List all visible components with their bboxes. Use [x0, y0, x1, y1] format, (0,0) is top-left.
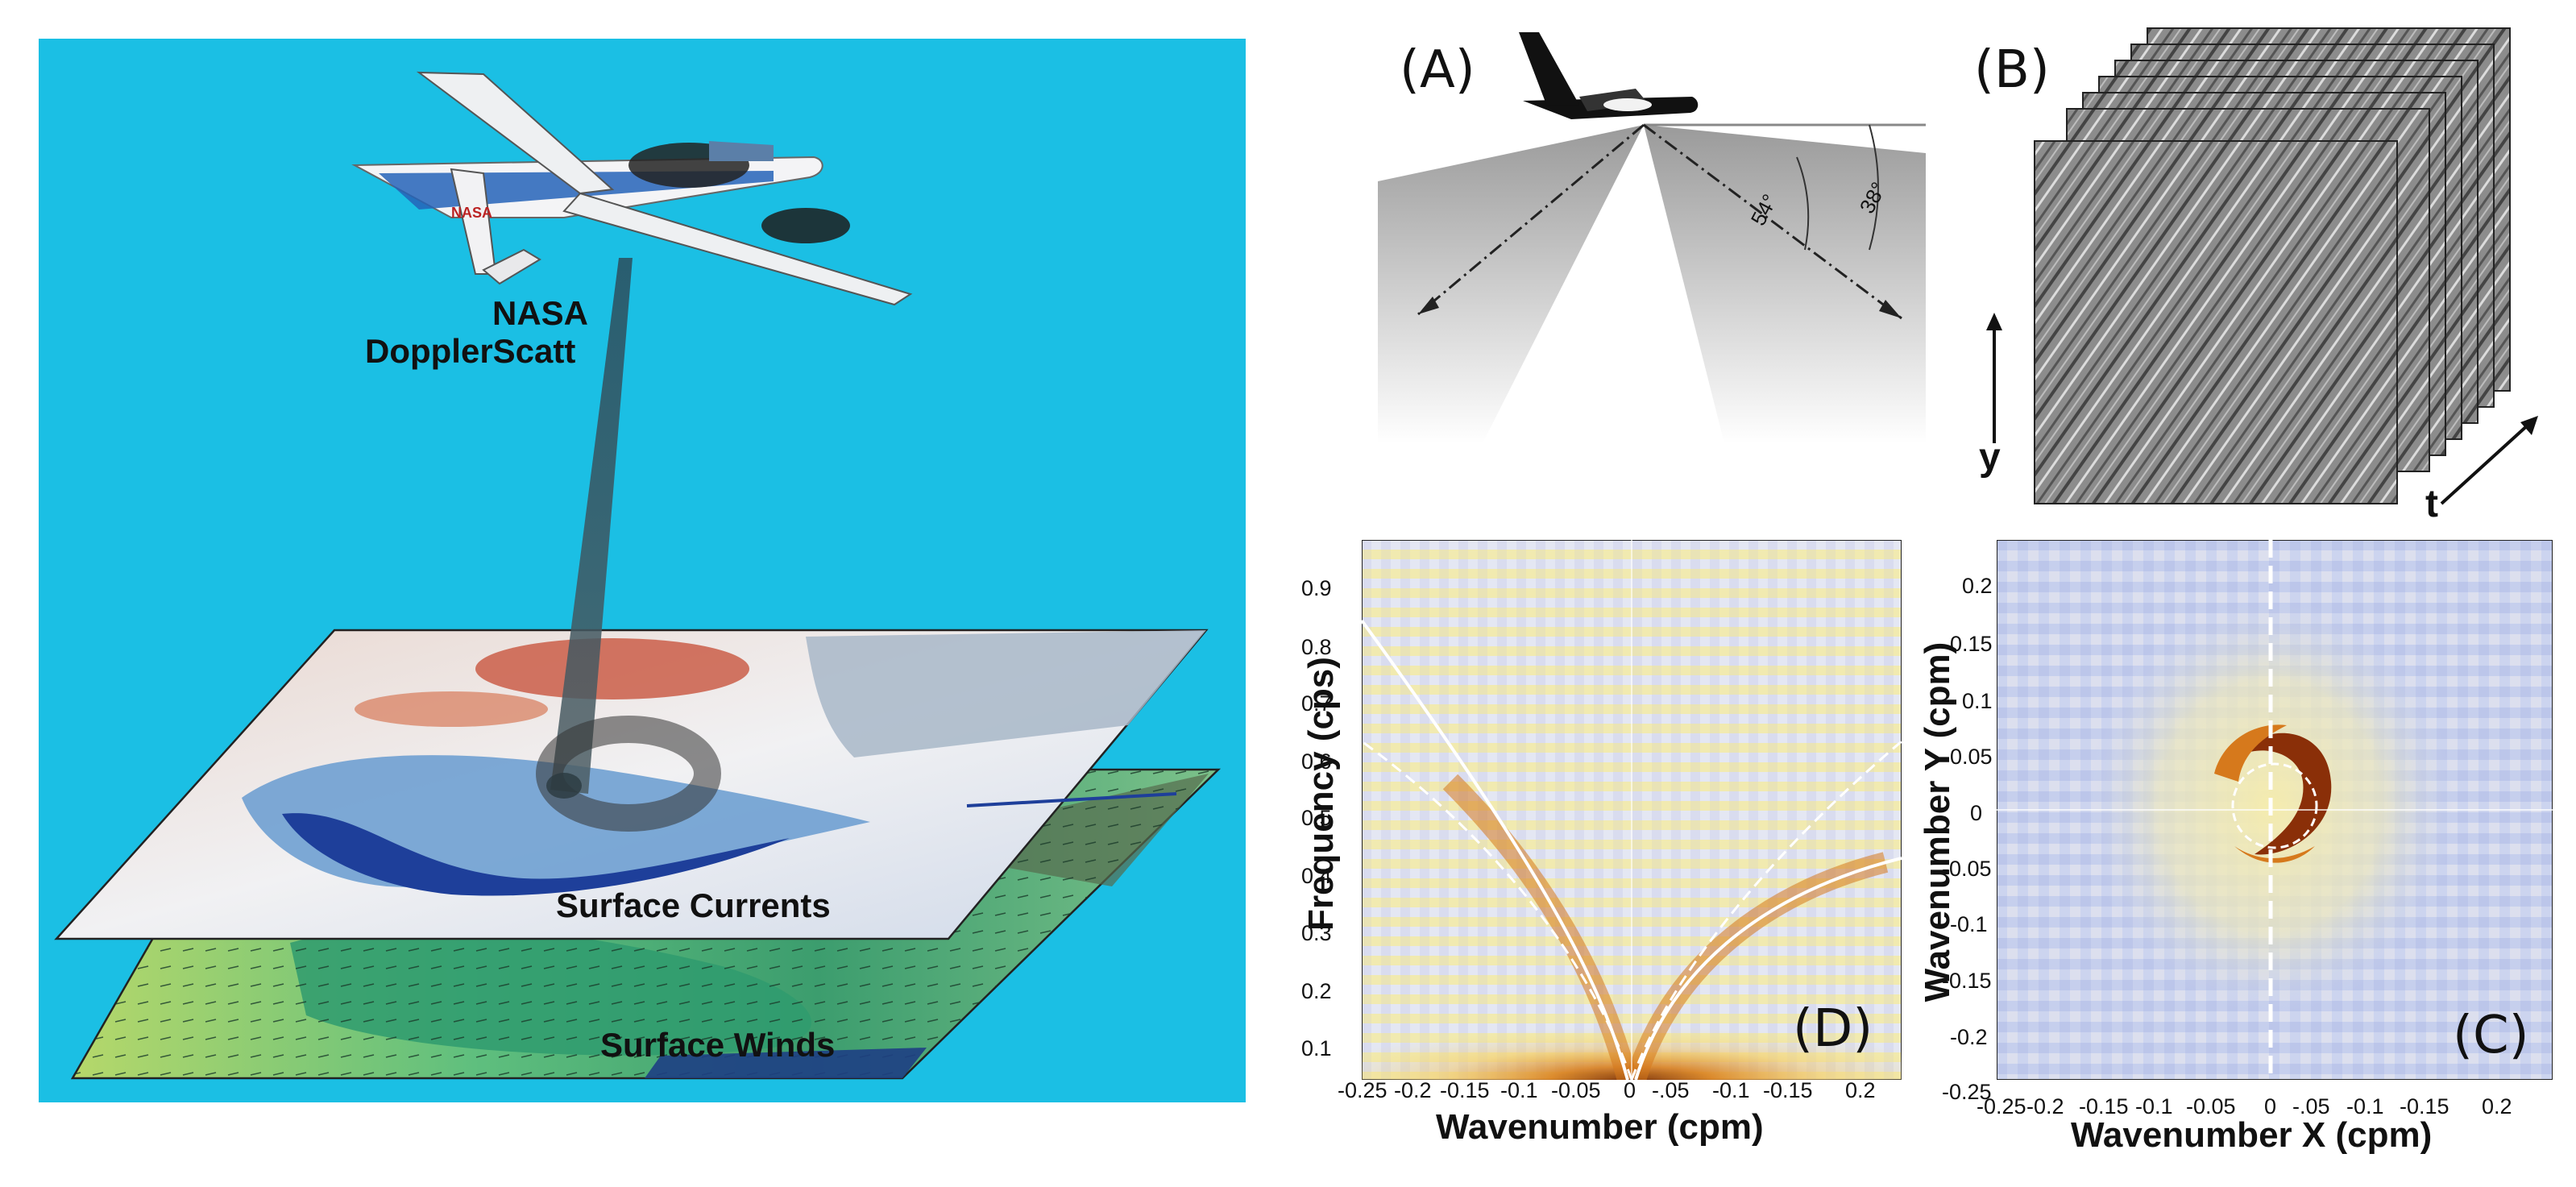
airplane-silhouette: [1519, 32, 1699, 119]
panel-c-ytick: -0.2: [1950, 1025, 1988, 1049]
panel-d-ytick: 0.3: [1301, 921, 1332, 945]
surface-currents-layer: [54, 629, 1209, 940]
panel-a-illustration: [1378, 32, 1926, 443]
panel-d-xtick: -0.2: [1394, 1078, 1432, 1102]
panel-d-ytick: 0.1: [1301, 1036, 1332, 1060]
panel-c-ytick: 0.2: [1962, 574, 1993, 598]
panel-c-letter: (C): [2453, 1006, 2529, 1065]
panel-c-ytick: 0.05: [1950, 745, 1993, 769]
panel-d-xtick: -.05: [1652, 1078, 1690, 1102]
panel-c-xtick: -0.1: [2346, 1094, 2384, 1119]
panel-a-letter: (A): [1400, 40, 1475, 100]
panel-c-ytick: 0: [1970, 801, 1983, 825]
panel-d-ytick: 0.2: [1301, 979, 1332, 1003]
panel-c-xtick: -0.15: [2079, 1094, 2129, 1119]
panel-c-xtick: 0: [2264, 1094, 2277, 1119]
panel-c-ytick: -0.05: [1942, 857, 1992, 881]
panel-b-image-stack: [2034, 27, 2511, 504]
panel-d-spectrum: [1362, 540, 1902, 1080]
radar-beam: [536, 258, 721, 832]
panel-d-xtick: -0.05: [1551, 1078, 1601, 1102]
aircraft-label-line2: DopplerScatt: [365, 332, 576, 370]
panel-c-xtick: -0.1: [2135, 1094, 2173, 1119]
panel-c-xtick: -0.2: [2026, 1094, 2064, 1119]
panel-c-xtick: -0.15: [2400, 1094, 2449, 1119]
surface-winds-label: Surface Winds: [600, 1026, 836, 1064]
panel-c-ytick: 0.1: [1962, 689, 1993, 713]
panel-b-axes-arrows: [1986, 313, 2538, 505]
panel-c-xtick: -.05: [2292, 1094, 2330, 1119]
panel-d-ytick: 0.7: [1301, 691, 1332, 716]
panel-c-ylabel: Wavenumber Y (cpm): [1918, 641, 1957, 1002]
left-illustration: NASA: [39, 39, 1246, 1102]
panel-c-xtick: 0.2: [2482, 1094, 2512, 1119]
nasa-aircraft: [351, 71, 913, 306]
surface-currents-label: Surface Currents: [556, 886, 831, 924]
panel-b-axis-y: y: [1979, 436, 2001, 479]
panel-c-spectrum: [1997, 540, 2553, 1080]
panel-b-axis-t: t: [2425, 483, 2438, 525]
panel-d-ylabel: Frequency (cps): [1301, 657, 1341, 931]
panel-d-ytick: 0.5: [1301, 806, 1332, 830]
panel-c-xtick: -0.05: [2186, 1094, 2236, 1119]
panel-d-ytick: 0.9: [1301, 576, 1332, 600]
panel-c-ytick: 0.15: [1950, 632, 1993, 656]
aircraft-label-line1: NASA: [492, 294, 589, 332]
panel-c-xlabel: Wavenumber X (cpm): [2071, 1115, 2433, 1155]
panel-d-xtick: 0: [1624, 1078, 1636, 1102]
panel-d-xtick: -0.1: [1712, 1078, 1750, 1102]
panel-d-xtick: -0.15: [1763, 1078, 1813, 1102]
panel-c-xtick: -0.25: [1977, 1094, 2026, 1119]
panel-d-xtick: 0.2: [1845, 1078, 1876, 1102]
panel-d-xtick: -0.15: [1440, 1078, 1490, 1102]
panel-d-xtick: -0.1: [1500, 1078, 1538, 1102]
panel-c-ytick: -0.15: [1942, 969, 1992, 993]
panel-d-ytick: 0.4: [1301, 864, 1332, 888]
panel-d-ytick: 0.8: [1301, 635, 1332, 659]
panel-b-letter: (B): [1974, 40, 2050, 100]
panel-d-xlabel: Wavenumber (cpm): [1436, 1107, 1764, 1147]
panel-c-ytick: -0.1: [1950, 912, 1988, 936]
panel-d-letter: (D): [1793, 999, 1873, 1059]
panel-d-ytick: 0.6: [1301, 749, 1332, 774]
aircraft-tail-text: NASA: [451, 205, 492, 221]
panel-c-ytick: -0.25: [1942, 1080, 1992, 1104]
panel-d-xtick: -0.25: [1338, 1078, 1388, 1102]
